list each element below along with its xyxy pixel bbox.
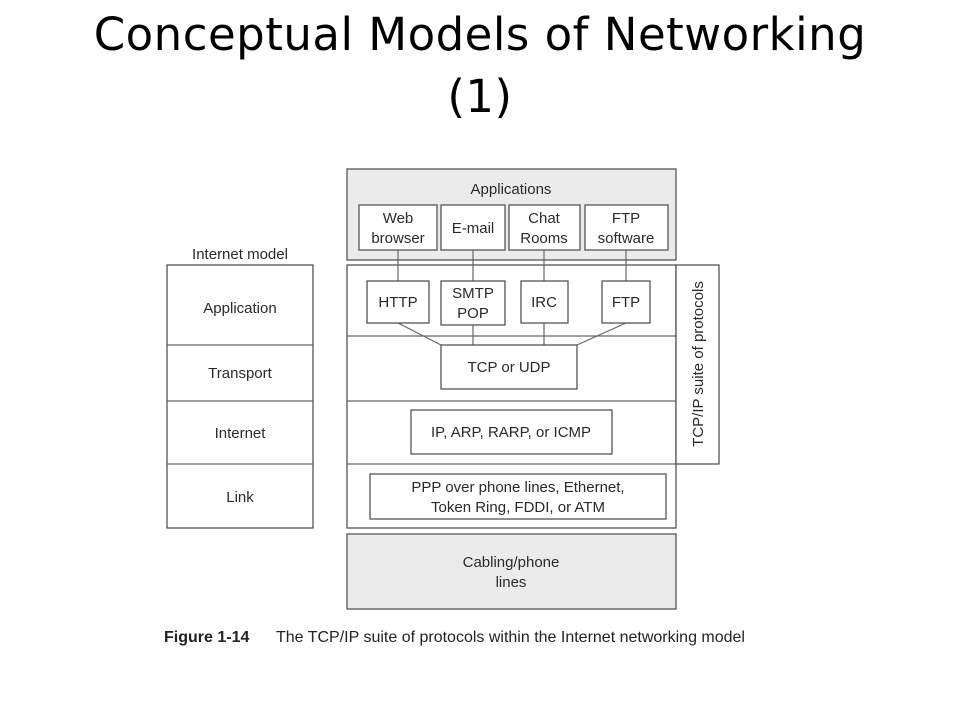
- figure-caption-number: Figure 1-14: [164, 629, 249, 646]
- slide-title: Conceptual Models of Networking (1): [0, 4, 960, 128]
- app-label-line1: Web: [383, 210, 414, 227]
- transport-protocol-label: TCP or UDP: [467, 359, 550, 376]
- app-label-line2: browser: [371, 230, 424, 247]
- title-line-1: Conceptual Models of Networking: [93, 8, 867, 61]
- protocol-box-ftp: [601, 280, 651, 324]
- protocol-label-line2: POP: [457, 305, 489, 322]
- app-box-ftp-software: [584, 204, 669, 251]
- protocol-label-line1: FTP: [612, 294, 640, 311]
- protocol-box-irc: [520, 280, 569, 324]
- layer-application-label: Application: [203, 300, 276, 317]
- link-protocols-box: [369, 473, 667, 520]
- protocol-label-line1: SMTP: [452, 285, 494, 302]
- applications-header: Applications: [471, 181, 552, 198]
- suite-bracket: [675, 264, 720, 465]
- protocol-label-line1: IRC: [531, 294, 557, 311]
- physical-line1: Cabling/phone: [463, 554, 560, 571]
- app-box-email: [440, 204, 506, 251]
- title-line-2: (1): [447, 70, 513, 123]
- app-label-line2: software: [598, 230, 655, 247]
- internet-protocols-label: IP, ARP, RARP, or ICMP: [431, 424, 591, 441]
- protocol-label-line1: HTTP: [378, 294, 417, 311]
- internet-protocols-box: [410, 409, 613, 455]
- protocol-box-http: [366, 280, 430, 324]
- app-label-line1: Chat: [528, 210, 561, 227]
- physical-line2: lines: [496, 574, 527, 591]
- link-protocols-line1: PPP over phone lines, Ethernet,: [411, 479, 624, 496]
- figure-caption-text: The TCP/IP suite of protocols within the…: [276, 629, 745, 646]
- app-box-web-browser: [358, 204, 438, 251]
- connector-line: [576, 322, 627, 346]
- protocol-box-smtp-pop: [440, 280, 506, 326]
- transport-protocol-box: [440, 344, 578, 390]
- internet-model-stack: [166, 264, 314, 529]
- app-label-line2: Rooms: [520, 230, 568, 247]
- link-protocols-line2: Token Ring, FDDI, or ATM: [431, 499, 605, 516]
- app-label-line1: FTP: [612, 210, 640, 227]
- physical-media-box: [346, 533, 677, 610]
- layer-link-label: Link: [226, 489, 254, 506]
- connector-line: [397, 322, 442, 346]
- layer-transport-label: Transport: [208, 365, 272, 382]
- internet-model-label: Internet model: [192, 246, 288, 263]
- suite-label: TCP/IP suite of protocols: [690, 281, 707, 447]
- app-label-line1: E-mail: [452, 220, 495, 237]
- layer-internet-label: Internet: [215, 425, 267, 442]
